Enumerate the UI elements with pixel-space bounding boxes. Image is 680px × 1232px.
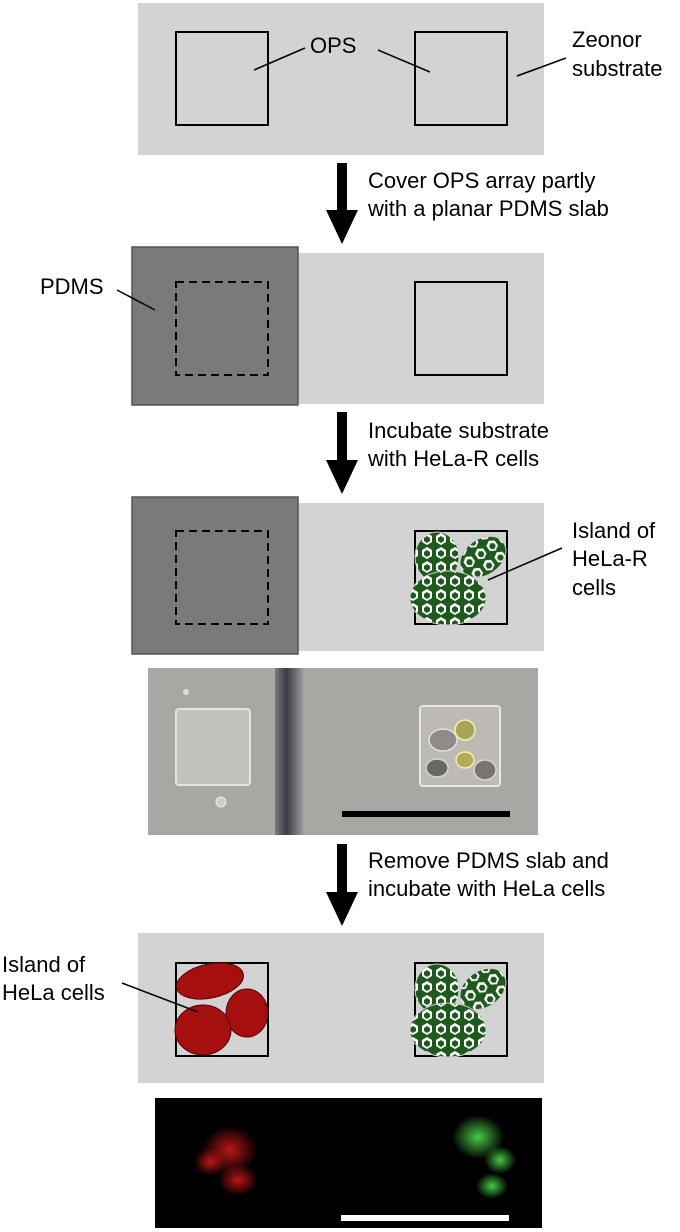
hela-r-cell	[409, 570, 487, 626]
pdms-edge-channel	[275, 668, 303, 835]
ops-square-covered	[175, 530, 269, 625]
pdms-leader	[116, 289, 156, 311]
red-fluorescence	[218, 1164, 258, 1196]
panel-co-culture: Island of HeLa cells	[2, 933, 544, 1083]
scale-bar	[342, 811, 510, 817]
cell-blob	[425, 758, 449, 778]
zeonor-label-line1: Zeonor	[572, 27, 642, 52]
step-1: Cover OPS array partly with a planar PDM…	[326, 163, 609, 244]
ops-square-right	[414, 530, 508, 625]
zeonor-leader	[516, 57, 567, 77]
ops-leader-left	[253, 47, 306, 71]
hela-r-island-leader	[487, 547, 563, 581]
hela-r-cell	[459, 967, 507, 1011]
cell-blob	[473, 759, 497, 781]
ops-square-right	[414, 962, 508, 1057]
arrow-head-icon	[326, 892, 358, 926]
arrow-down-icon	[337, 163, 347, 213]
step-1-text-line1: Cover OPS array partly	[368, 168, 595, 193]
step-3: Remove PDMS slab and incubate with HeLa …	[326, 844, 609, 926]
hela-cell	[225, 988, 269, 1038]
pdms-slab	[131, 496, 299, 655]
arrow-head-icon	[326, 210, 358, 244]
step-3-text-line1: Remove PDMS slab and	[368, 848, 609, 873]
step-3-text-line2: incubate with HeLa cells	[368, 876, 605, 901]
panel-substrate: OPS Zeonor substrate	[138, 3, 663, 155]
hela-cell	[176, 962, 244, 1000]
ops-square-right	[414, 31, 508, 126]
debris	[215, 796, 227, 808]
hela-r-cell	[409, 1002, 487, 1058]
zeonor-substrate	[138, 3, 544, 155]
hela-r-cell	[459, 535, 507, 579]
hela-r-island-label-line3: cells	[572, 575, 616, 600]
panel-pdms-cover: PDMS	[40, 246, 544, 406]
ops-pad-left	[175, 708, 251, 786]
step-2-text-line1: Incubate substrate	[368, 418, 549, 443]
hela-island-label-line1: Island of	[2, 952, 86, 977]
cell-blob	[455, 751, 475, 769]
hela-r-island-label-line2: HeLa-R	[572, 546, 648, 571]
green-fluorescence	[484, 1146, 516, 1174]
ops-square-right	[414, 281, 508, 376]
phase-contrast-micrograph	[148, 668, 538, 835]
green-fluorescence	[476, 1173, 508, 1199]
arrow-head-icon	[326, 460, 358, 494]
scale-bar	[341, 1215, 509, 1221]
hela-island-leader	[121, 982, 199, 1013]
arrow-down-icon	[337, 412, 347, 462]
ops-square-left	[175, 31, 269, 126]
green-fluorescence	[452, 1115, 504, 1159]
pdms-slab	[131, 246, 299, 406]
arrow-down-icon	[337, 844, 347, 894]
hela-cell	[174, 1004, 232, 1056]
ops-leader-right	[377, 49, 431, 73]
hela-island-label-line2: HeLa cells	[2, 980, 105, 1005]
hela-r-island-label-line1: Island of	[572, 518, 656, 543]
step-2-text-line2: with HeLa-R cells	[367, 446, 539, 471]
debris	[183, 689, 189, 695]
ops-label: OPS	[310, 33, 356, 58]
cell-blob	[428, 728, 458, 752]
step-1-text-line2: with a planar PDMS slab	[367, 196, 609, 221]
ops-square-covered	[175, 281, 269, 376]
panel-hela-r-seeded: Island of HeLa-R cells	[131, 496, 656, 655]
step-2: Incubate substrate with HeLa-R cells	[326, 412, 549, 494]
pdms-label: PDMS	[40, 274, 104, 299]
fluorescence-micrograph	[155, 1098, 542, 1228]
cell-blob	[454, 719, 476, 741]
zeonor-label-line2: substrate	[572, 56, 663, 81]
red-fluorescence	[194, 1148, 226, 1176]
